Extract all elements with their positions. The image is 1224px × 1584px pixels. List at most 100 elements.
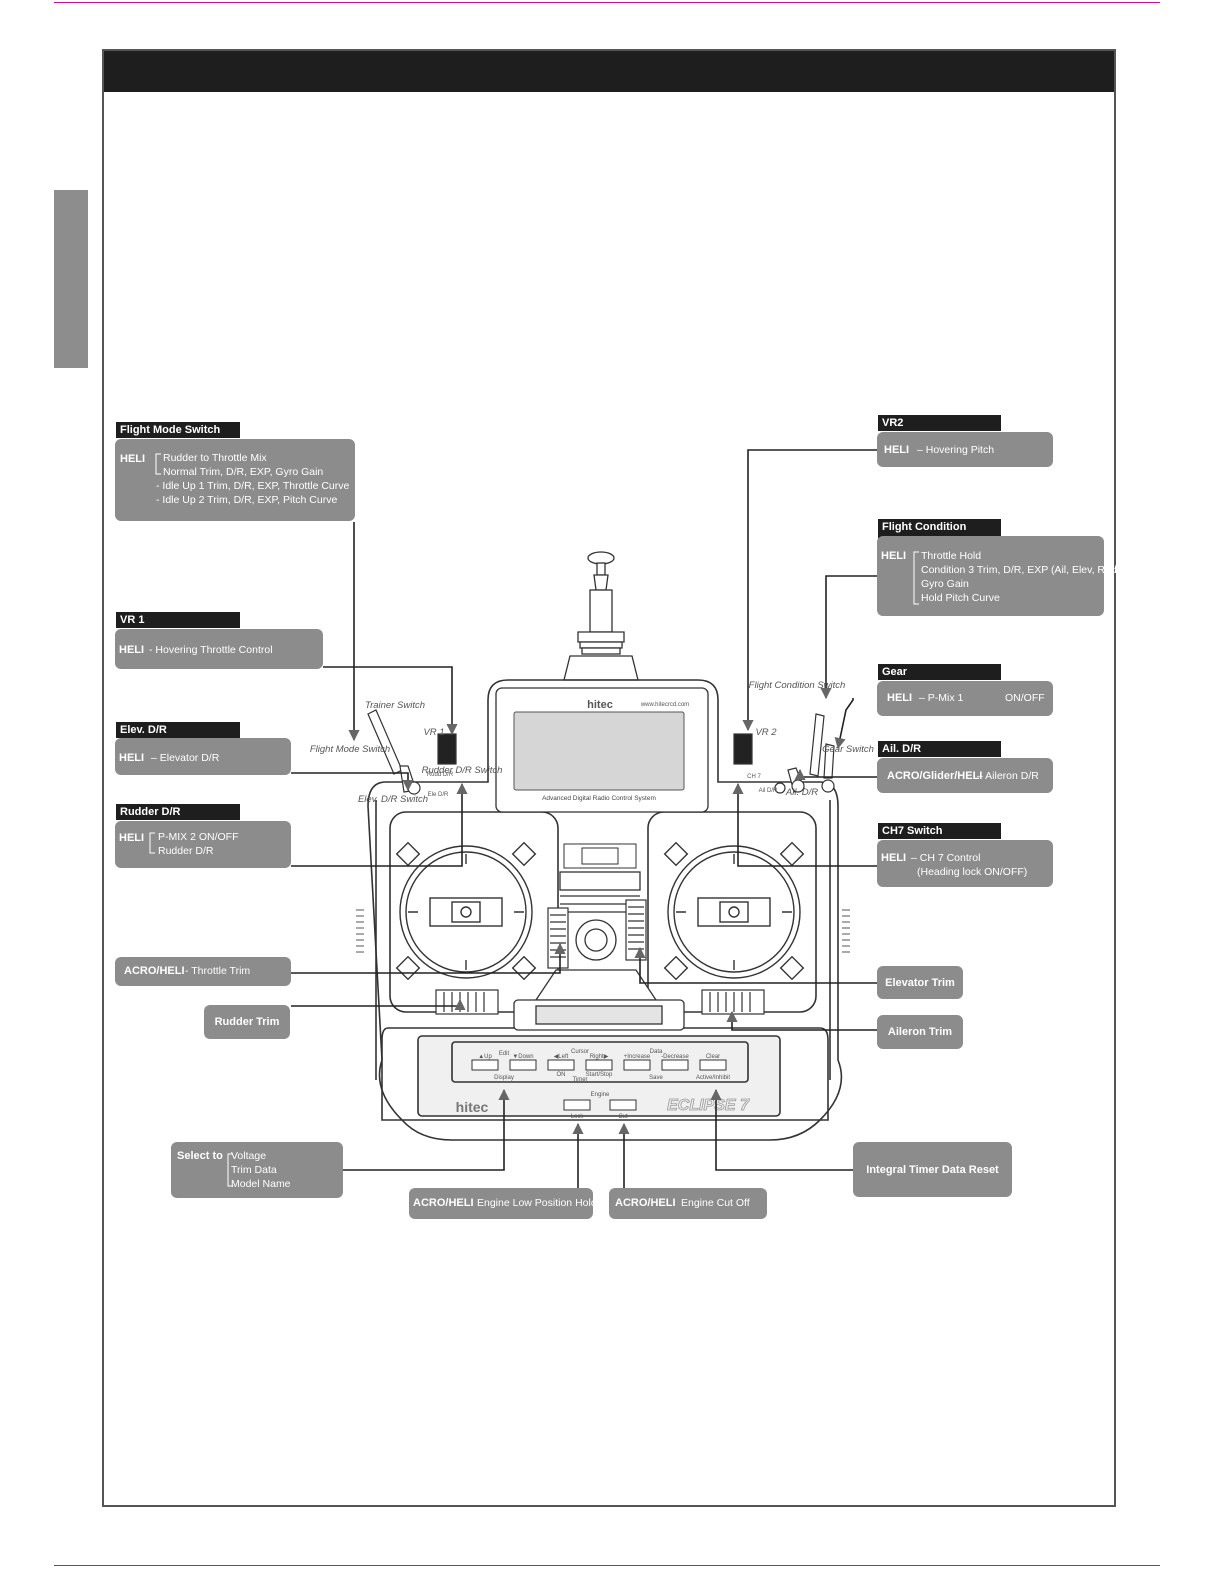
- throttle-trim-box: ACRO/HELI - Throttle Trim: [115, 957, 291, 986]
- svg-text:Elev. D/R Switch: Elev. D/R Switch: [358, 794, 428, 805]
- top-rule: [54, 2, 1160, 3]
- mode-label: Select to: [177, 1150, 223, 1162]
- detail-line: - Throttle Trim: [185, 965, 251, 977]
- svg-text:Advanced Digital Radio Control: Advanced Digital Radio Control System: [542, 795, 656, 802]
- rudder-dr-box: HELI P-MIX 2 ON/OFF Rudder D/R: [115, 821, 291, 868]
- detail-line: Trim Data: [231, 1164, 277, 1176]
- keypad: [471, 1059, 727, 1111]
- keypad-labels: Edit ▲Up ▼Down Cursor ◀Left Right▶ Data …: [456, 1049, 751, 1120]
- lcd-screen: hitec www.hitecrcd.com Advanced Digital …: [495, 687, 709, 869]
- svg-text:Cursor: Cursor: [571, 1049, 589, 1055]
- engine-low-hold-box: ACRO/HELI Engine Low Position Hold: [409, 1188, 597, 1219]
- detail-line: Engine Low Position Hold: [477, 1197, 597, 1209]
- svg-text:Start/Stop: Start/Stop: [586, 1072, 613, 1078]
- engine-cut-off-box: ACRO/HELI Engine Cut Off: [609, 1188, 767, 1219]
- ail-dr-title: Ail. D/R: [878, 741, 1001, 757]
- detail-line: Voltage: [231, 1150, 267, 1162]
- detail-line: Condition 3 Trim, D/R, EXP (Ail, Elev, R…: [921, 564, 1127, 576]
- svg-text:www.hitecrcd.com: www.hitecrcd.com: [640, 702, 689, 708]
- vr2-title: VR2: [878, 415, 1001, 431]
- vr1-title: VR 1: [116, 612, 240, 628]
- flight-mode-switch-title: Flight Mode Switch: [116, 422, 240, 438]
- svg-text:Ail D/R: Ail D/R: [759, 788, 778, 794]
- detail-line: – P-Mix 1: [919, 692, 964, 704]
- elev-dr-box: HELI – Elevator D/R: [115, 738, 291, 775]
- svg-text:Rudd D/R: Rudd D/R: [427, 772, 454, 778]
- flight-condition-switch-box: HELI Throttle Hold Condition 3 Trim, D/R…: [877, 536, 1126, 616]
- bracket-icon: [149, 832, 155, 854]
- side-grips: [356, 909, 850, 953]
- rudder-trim-box: Rudder Trim: [204, 1005, 290, 1039]
- bottom-rule: [54, 1565, 1160, 1566]
- mode-label: ACRO/HELI: [615, 1197, 676, 1209]
- svg-text:Active/Inhibit: Active/Inhibit: [696, 1075, 730, 1081]
- vr2-box: HELI – Hovering Pitch: [877, 432, 1053, 467]
- svg-text:Flight Mode Switch: Flight Mode Switch: [310, 744, 390, 755]
- detail-line: (Heading lock ON/OFF): [917, 866, 1028, 878]
- svg-text:Lock: Lock: [571, 1114, 585, 1120]
- svg-text:Edit: Edit: [499, 1051, 510, 1057]
- detail-line: – Elevator D/R: [151, 752, 220, 764]
- svg-text:VR 1: VR 1: [423, 727, 444, 738]
- detail-line: – CH 7 Control: [911, 852, 981, 864]
- svg-text:Trainer Switch: Trainer Switch: [365, 700, 425, 711]
- mode-label: HELI: [881, 550, 907, 562]
- detail-line: Engine Cut Off: [681, 1197, 750, 1209]
- svg-text:+Increase: +Increase: [624, 1054, 651, 1060]
- page-frame: [102, 49, 1116, 1507]
- svg-text:Timer: Timer: [572, 1077, 587, 1083]
- mode-label: HELI: [119, 832, 145, 844]
- svg-text:Clear: Clear: [706, 1054, 720, 1060]
- vr1-box: HELI - Hovering Throttle Control: [115, 629, 323, 669]
- state-label: ON/OFF: [1005, 692, 1045, 704]
- elev-dr-title: Elev. D/R: [116, 722, 240, 738]
- svg-text:Ail. D/R: Ail. D/R: [785, 787, 818, 798]
- detail-line: – Aileron D/R: [977, 770, 1039, 782]
- switch-labels: Trainer Switch VR 1 Flight Mode Switch R…: [310, 680, 874, 805]
- detail-line: Model Name: [231, 1178, 291, 1190]
- svg-text:ON: ON: [557, 1072, 566, 1078]
- mode-label: HELI: [881, 852, 907, 864]
- svg-text:▼Down: ▼Down: [512, 1054, 533, 1060]
- svg-text:◀Left: ◀Left: [554, 1054, 569, 1060]
- elevator-trim-box: Elevator Trim: [877, 966, 963, 999]
- svg-text:Rudder D/R Switch: Rudder D/R Switch: [422, 765, 503, 776]
- leader-lines: [291, 449, 877, 1188]
- rudder-dr-title: Rudder D/R: [116, 804, 240, 820]
- aileron-trim-box: Aileron Trim: [877, 1015, 963, 1049]
- detail-line: Normal Trim, D/R, EXP, Gyro Gain: [163, 466, 324, 478]
- svg-text:VR 2: VR 2: [755, 727, 777, 738]
- flight-mode-switch-box: HELI Rudder to Throttle Mix Normal Trim,…: [115, 439, 355, 521]
- mode-label: HELI: [887, 692, 913, 704]
- svg-text:hitec: hitec: [456, 1099, 489, 1115]
- mode-label: HELI: [119, 644, 145, 656]
- vertical-trims: [547, 899, 647, 969]
- right-stick-gimbal: [663, 841, 805, 981]
- antenna: [563, 551, 639, 681]
- svg-text:Save: Save: [649, 1075, 663, 1081]
- integral-timer-reset-box: Integral Timer Data Reset: [853, 1142, 1012, 1197]
- svg-text:Display: Display: [494, 1075, 514, 1081]
- svg-text:Flight Condition Switch: Flight Condition Switch: [749, 680, 846, 691]
- ch7-switch-title: CH7 Switch: [878, 823, 1001, 839]
- svg-text:Cut: Cut: [618, 1114, 628, 1120]
- detail-line: - Hovering Throttle Control: [149, 644, 273, 656]
- mode-label: ACRO/Glider/HELI: [887, 770, 983, 782]
- mode-label: ACRO/HELI: [124, 965, 185, 977]
- svg-text:Gear Switch: Gear Switch: [822, 744, 874, 755]
- center-handle: [513, 871, 685, 1031]
- bracket-icon: [913, 551, 919, 605]
- detail-line: Rudder to Throttle Mix: [163, 452, 267, 464]
- svg-text:Engine: Engine: [591, 1092, 610, 1098]
- mode-label: ACRO/HELI: [413, 1197, 474, 1209]
- detail-line: – Hovering Pitch: [917, 444, 995, 456]
- bracket-icon: [227, 1153, 233, 1187]
- svg-text:▲Up: ▲Up: [478, 1054, 492, 1060]
- mode-label: HELI: [120, 453, 146, 465]
- detail-line: Gyro Gain: [921, 578, 969, 590]
- ch7-switch-box: HELI – CH 7 Control (Heading lock ON/OFF…: [877, 840, 1053, 887]
- svg-text:Data: Data: [650, 1049, 663, 1055]
- gear-title: Gear: [878, 664, 1001, 680]
- left-stick-gimbal: [395, 841, 537, 981]
